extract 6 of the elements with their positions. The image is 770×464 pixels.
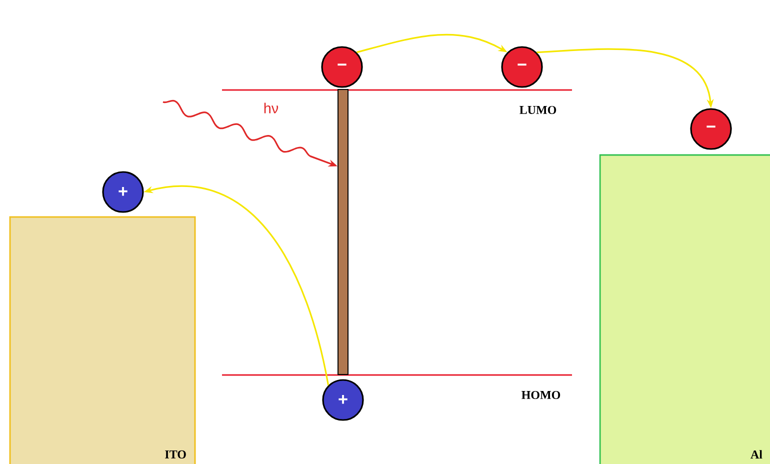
molecule-bar <box>338 89 348 375</box>
edge-label: hν <box>262 102 280 114</box>
level-label: HOMO <box>522 390 560 400</box>
electrode-box: Al <box>599 154 770 464</box>
level-label: LUMO <box>520 106 556 114</box>
electrode-box: ITO <box>9 216 196 464</box>
